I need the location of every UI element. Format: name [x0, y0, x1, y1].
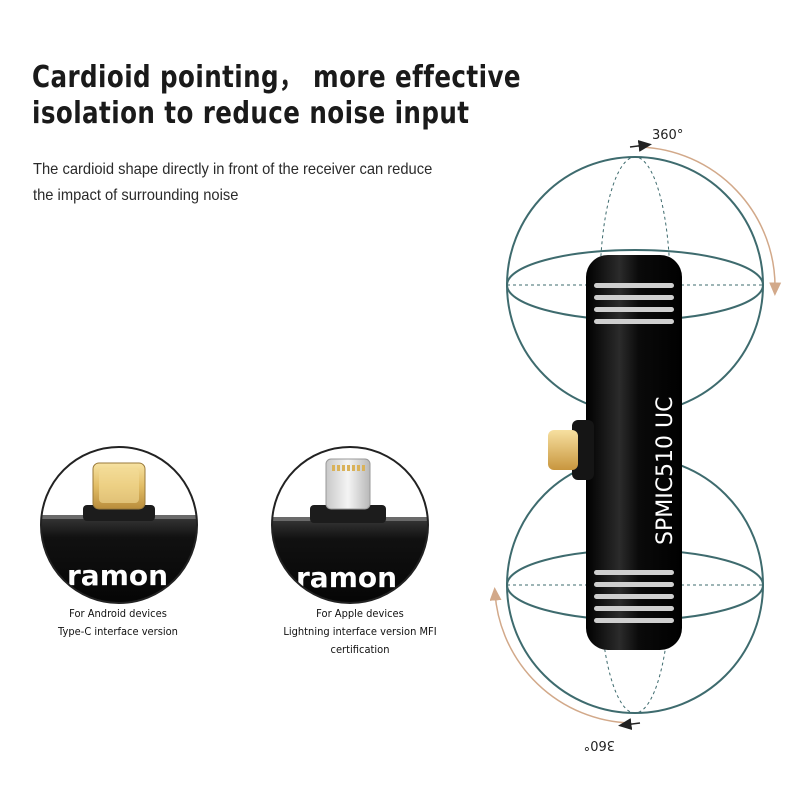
rotation-arrow-top: [639, 146, 782, 296]
brand-logo-apple: ramon: [296, 561, 397, 594]
lightning-connector-photo: ramon: [271, 446, 429, 604]
rotation-arrow-bottom: [490, 587, 631, 724]
apple-caption-line-1: For Apple devices: [316, 607, 404, 620]
top-mesh-grille: [594, 283, 674, 324]
android-caption-line-1: For Android devices: [69, 607, 167, 620]
headline-line-1: Cardioid pointing， more effective: [32, 60, 521, 95]
android-caption: For Android devices Type-C interface ver…: [19, 605, 217, 641]
microphone: SPMIC510 UC: [548, 255, 682, 650]
bottom-mesh-grille: [594, 570, 674, 623]
model-label: SPMIC510 UC: [653, 396, 678, 545]
rotation-label-top: 360°: [652, 128, 683, 143]
type-c-connector-photo: ramon: [40, 446, 198, 604]
headline-line-2: isolation to reduce noise input: [32, 96, 470, 131]
android-caption-line-2: Type-C interface version: [58, 625, 178, 638]
description-line-1: The cardioid shape directly in front of …: [33, 161, 433, 178]
apple-caption-line-2: Lightning interface version MFI certific…: [283, 625, 437, 656]
microphone-pickup-diagram: 360° 360° SPMIC510 UC: [490, 128, 782, 752]
brand-logo-android: ramon: [67, 559, 168, 592]
apple-caption: For Apple devices Lightning interface ve…: [270, 605, 450, 659]
description: The cardioid shape directly in front of …: [33, 157, 432, 209]
description-line-2: the impact of surrounding noise: [33, 187, 239, 204]
headline: Cardioid pointing， more effective isolat…: [32, 60, 521, 132]
usb-c-plug: [548, 430, 578, 470]
rotation-label-bottom: 360°: [584, 737, 615, 752]
